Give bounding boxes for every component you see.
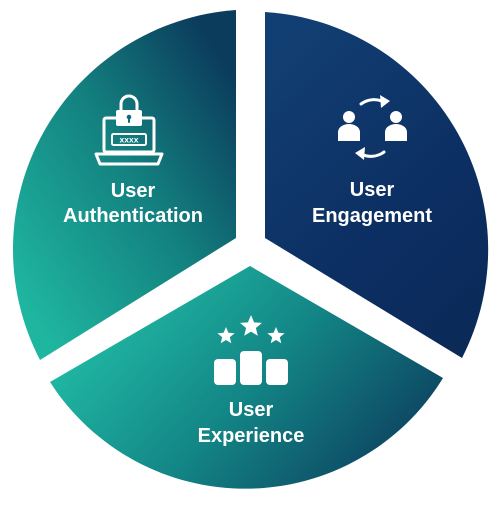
segment-label-authentication-line1: User (111, 180, 156, 202)
segment-user-authentication (12, 10, 237, 360)
users-exchange-icon (338, 95, 407, 160)
segment-label-experience-line1: User (229, 399, 274, 421)
segment-label-engagement-line1: User (350, 179, 395, 201)
stars-rating-icon (214, 315, 288, 385)
segment-label-engagement-line2: Engagement (312, 205, 432, 227)
segment-user-engagement (265, 12, 489, 358)
password-mask-text: xxxx (120, 135, 139, 145)
segment-label-experience-line2: Experience (198, 425, 305, 447)
segment-label-authentication-line2: Authentication (63, 205, 203, 227)
laptop-lock-icon: xxxx (94, 94, 164, 166)
